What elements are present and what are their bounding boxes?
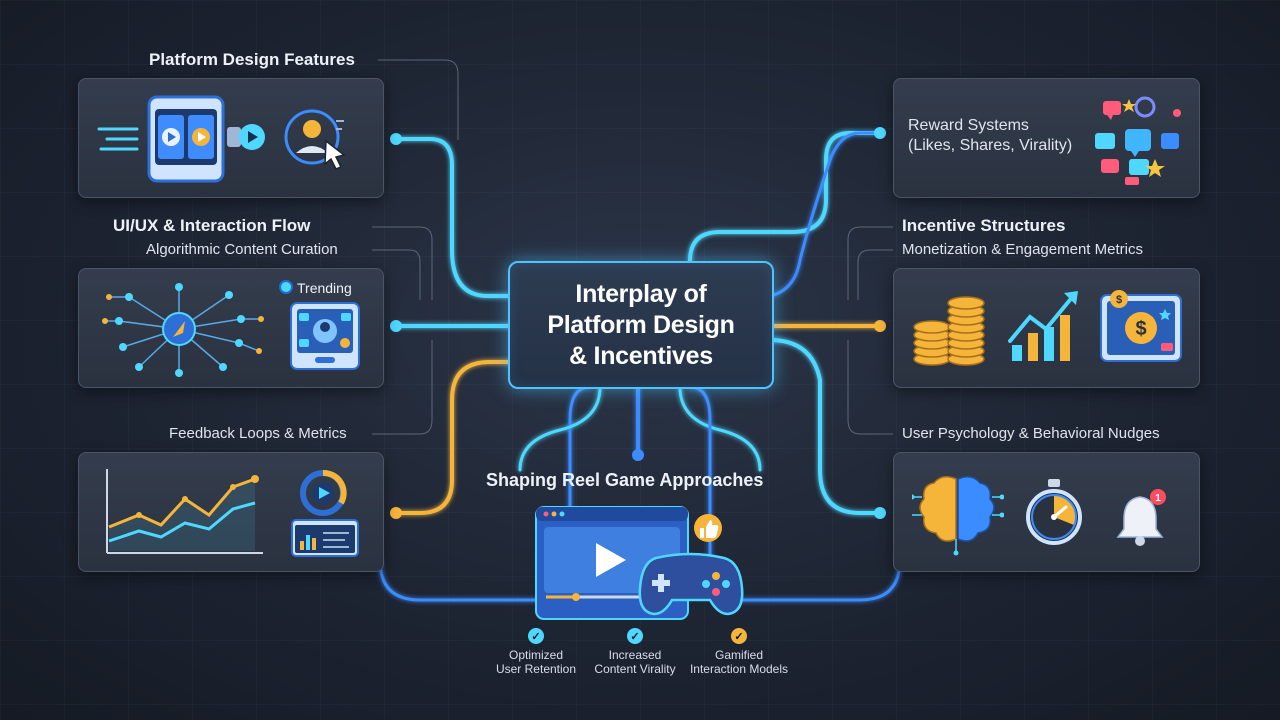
outcome-gamified-line-2: Interaction Models [689,662,789,676]
outcome-virality-line-1: Increased [608,648,662,662]
svg-text:$: $ [1116,294,1122,306]
thumbs-up-icon [694,514,722,542]
hub-title-line-2: Platform Design [547,310,735,339]
trending-dot-icon [279,280,293,294]
incentive-structures-panel: $ $ [893,268,1200,388]
reward-systems-panel: Reward Systems (Likes, Shares, Virality) [893,78,1200,198]
coin-stack-icon [913,296,985,366]
central-hub: Interplay of Platform Design & Incentive… [508,261,774,389]
user-psychology-title: User Psychology & Behavioral Nudges [902,425,1160,442]
dashboard-icon [291,519,359,557]
feedback-loops-panel [78,452,384,572]
monetization-subtitle: Monetization & Engagement Metrics [902,241,1143,258]
user-cursor-icon [284,109,346,170]
platform-design-features-title: Platform Design Features [149,50,355,69]
donut-play-icon [300,470,347,516]
user-psychology-panel: 1 [893,452,1200,572]
outcome-virality: Increased Content Virality [570,648,700,676]
incentive-structures-title: Incentive Structures [902,216,1066,235]
outcome-gamified: Gamified Interaction Models [674,648,804,676]
trending-label: Trending [297,280,352,296]
growth-chart-icon [1008,291,1078,361]
algorithmic-curation-subtitle: Algorithmic Content Curation [146,241,338,258]
trending-tag: Trending [279,280,352,296]
outcome-retention: Optimized User Retention [471,648,601,676]
hub-title-line-3: & Incentives [569,341,713,370]
check-icon: ✓ [528,628,544,644]
line-chart-icon [106,469,263,554]
outcome-retention-line-1: Optimized [508,648,564,662]
reward-systems-title: Reward Systems [908,117,1029,134]
brain-icon [912,476,1004,556]
svg-text:$: $ [1135,318,1146,340]
check-icon: ✓ [627,628,643,644]
network-graph-icon [102,283,264,377]
ui-ux-flow-title: UI/UX & Interaction Flow [113,216,311,235]
stopwatch-icon [1026,479,1082,545]
check-icon: ✓ [731,628,747,644]
feedback-loops-title: Feedback Loops & Metrics [169,425,347,442]
notification-bell-icon: 1 [1116,489,1166,546]
social-reactions-icon [1095,96,1181,185]
outcome-gamified-line-1: Gamified [714,648,764,662]
reward-systems-detail: (Likes, Shares, Virality) [908,137,1073,154]
hub-title-line-1: Interplay of [575,279,707,308]
ui-ux-flow-panel: Trending [78,268,384,388]
shaping-reel-game-title: Shaping Reel Game Approaches [486,470,764,490]
tablet-dollar-icon: $ $ [1100,290,1182,362]
phone-video-feed-icon [290,302,360,370]
tablet-slot-reels-icon [97,95,265,183]
platform-design-features-panel [78,78,384,198]
outcome-virality-line-2: Content Virality [594,662,676,676]
svg-text:1: 1 [1155,493,1161,504]
gamepad-icon [638,552,744,616]
outcome-retention-line-2: User Retention [495,662,577,676]
